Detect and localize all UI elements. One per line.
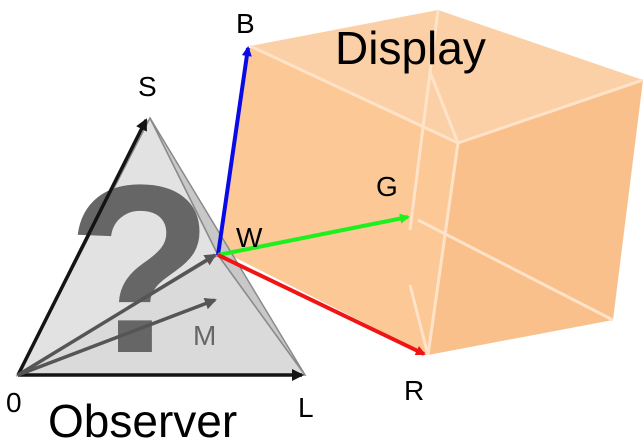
cube-front-face [220,46,458,355]
white-point-arrow [17,253,217,377]
display-title: Display [335,22,486,74]
s-axis-label: S [138,71,157,102]
g-axis-arrow [217,213,410,257]
observer-title: Observer [48,395,237,440]
origin-label: 0 [6,387,22,418]
cube-side-face [428,80,643,355]
r-axis-label: R [404,375,424,406]
b-axis-arrow [216,46,252,256]
r-axis-arrow [217,253,426,356]
white-point-label: W [236,222,263,253]
m-axis-label: M [193,320,216,351]
l-axis-label: L [298,392,314,423]
m-axis-arrow [17,297,217,377]
s-axis-arrow [16,118,148,376]
cube-top-face [250,10,643,143]
display-cube [220,9,644,356]
g-axis-label: G [376,171,398,202]
pyramid-right-face [149,117,306,376]
cube-edges [249,9,644,356]
b-axis-label: B [236,8,255,39]
